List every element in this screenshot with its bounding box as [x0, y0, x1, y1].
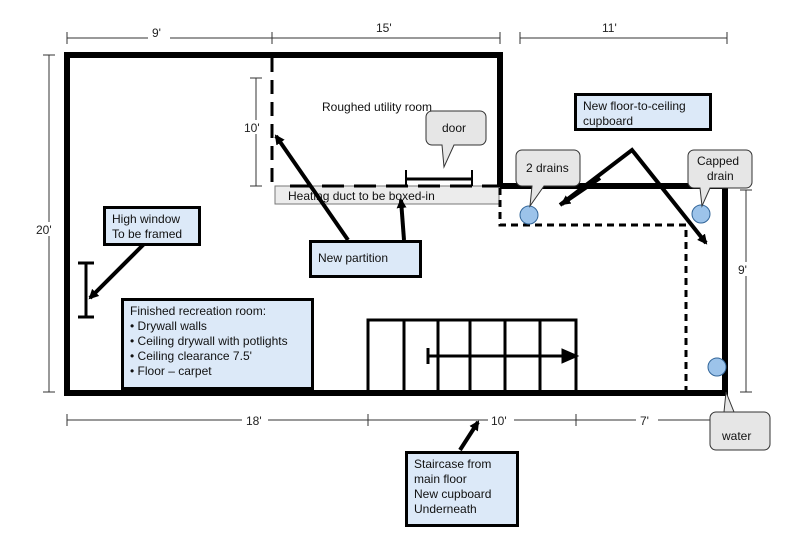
cupboard-outline — [498, 188, 688, 391]
callout-door-text: door — [442, 121, 466, 135]
callout-water-text: water — [721, 429, 751, 443]
water-circle — [707, 357, 727, 377]
dim-right: 9' — [738, 263, 747, 277]
dim-top-left: 9' — [152, 26, 161, 40]
window-symbol — [78, 261, 94, 319]
staircase-line-3: New cupboard — [414, 487, 492, 501]
callout-capped-drain: Capped drain — [687, 149, 753, 208]
utility-room-label: Roughed utility room — [322, 100, 432, 114]
recreation-item: Ceiling clearance 7.5' — [130, 349, 305, 364]
dimension-labels: 9' 15' 11' 20' 10' 9' 18' 10' 7' — [34, 20, 757, 428]
dim-top-middle: 15' — [376, 21, 392, 35]
recreation-item: Ceiling drywall with potlights — [130, 334, 305, 349]
dim-bottom-middle: 10' — [491, 414, 507, 428]
recreation-item: Floor – carpet — [130, 364, 305, 379]
door-symbol — [405, 170, 473, 186]
new-partition-lines — [270, 58, 500, 188]
high-window-line-2: To be framed — [112, 227, 183, 241]
drain-circle — [519, 205, 539, 225]
cupboard-line-2: cupboard — [583, 114, 634, 128]
box-cupboard: New floor-to-ceiling cupboard — [574, 93, 712, 131]
dim-bottom-left: 18' — [246, 414, 262, 428]
box-new-partition: New partition — [309, 240, 422, 278]
box-staircase: Staircase from main floor New cupboard U… — [405, 451, 519, 527]
callout-water: water — [709, 391, 771, 451]
callout-capped-drain-text-1: Capped — [697, 154, 739, 168]
cupboard-line-1: New floor-to-ceiling — [583, 99, 686, 113]
dim-utility-height: 10' — [244, 121, 260, 135]
heating-duct-label: Heating duct to be boxed-in — [288, 189, 435, 203]
recreation-title: Finished recreation room: — [130, 304, 267, 318]
callout-capped-drain-text-2: drain — [707, 169, 734, 183]
pointer-arrows — [88, 134, 708, 452]
callout-door: door — [425, 110, 487, 169]
box-high-window: High window To be framed — [103, 206, 201, 246]
dim-left: 20' — [36, 223, 52, 237]
dim-bottom-right: 7' — [640, 414, 649, 428]
staircase-direction-arrow — [426, 348, 580, 364]
callout-two-drains-text: 2 drains — [526, 161, 569, 175]
staircase-line-4: Underneath — [414, 502, 477, 516]
dim-top-right: 11' — [602, 21, 617, 35]
callout-two-drains: 2 drains — [515, 149, 581, 208]
box-recreation-room: Finished recreation room: Drywall walls … — [121, 298, 314, 390]
staircase-line-2: main floor — [414, 472, 467, 486]
new-partition-text: New partition — [318, 251, 389, 265]
recreation-list: Drywall walls Ceiling drywall with potli… — [130, 319, 305, 379]
high-window-line-1: High window — [112, 212, 181, 226]
staircase-line-1: Staircase from — [414, 457, 492, 471]
recreation-item: Drywall walls — [130, 319, 305, 334]
capped-drain-circle — [691, 204, 711, 224]
